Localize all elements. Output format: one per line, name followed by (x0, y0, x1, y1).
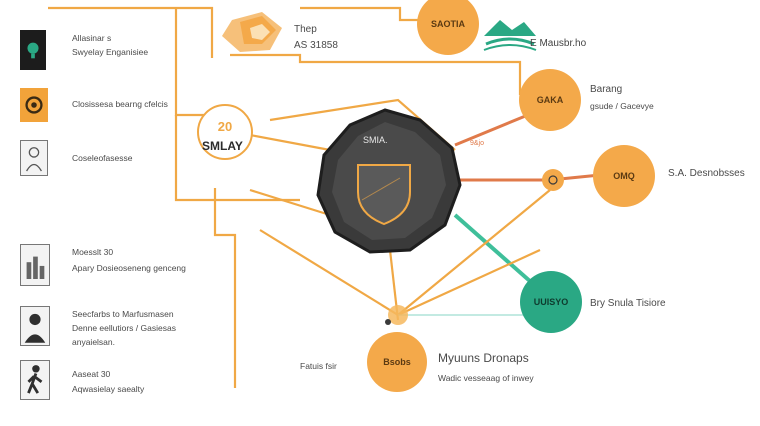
smlay-mark: 20 (218, 119, 232, 134)
connector-grid-5 (249, 188, 331, 217)
spiral-icon (20, 88, 48, 122)
list-item-1-line1: Allasinar s (72, 33, 112, 43)
connector-hub-teal (453, 213, 542, 292)
small-tag: 9&jo (470, 140, 485, 147)
teal-side-label: Bry Snula Tisiore (590, 298, 666, 309)
node-bottom[interactable] (367, 332, 427, 392)
list-item-3-line1: Coseleofasesse (72, 153, 133, 163)
hub-node[interactable] (316, 108, 462, 254)
connector-left-mid (174, 115, 300, 202)
node-bottom-label: Bsobs (383, 357, 411, 367)
connector-left-top (48, 6, 214, 58)
smlay-label: SMLAY (202, 139, 243, 153)
list-item-4-line2: Apary Dosieoseneng genceng (72, 263, 186, 273)
node-top-label: SAOTIA (430, 19, 465, 29)
node-teal[interactable] (520, 271, 582, 333)
hub-label: SMIA. (363, 135, 388, 145)
connector-left-upper (174, 8, 205, 117)
person-sketch-icon (20, 140, 48, 176)
connector-grid-3 (397, 248, 541, 317)
list-item-4-line1: Moesslt 30 (72, 247, 114, 257)
logo-label: E Mausbr.ho (530, 38, 587, 49)
connector-smlay-hub (249, 133, 331, 152)
cube-cluster-icon (222, 12, 282, 52)
walking-person-icon (20, 360, 50, 400)
list-item-5-line2: Denne eellutiors / Gasiesas (72, 323, 176, 333)
connector-grid-2 (397, 189, 551, 316)
building-chart-icon (20, 244, 50, 286)
person-portrait-icon (20, 306, 50, 346)
mountain-logo-icon (483, 20, 537, 51)
node-omo[interactable] (593, 145, 655, 207)
list-item-6-line1: Aaseat 30 (72, 369, 111, 379)
bottom-subtitle: Wadic vesseaag of inwey (438, 373, 534, 383)
connectors (48, 6, 601, 388)
bottom-left-label: Fatuis fsir (300, 361, 337, 371)
connector-grid-1 (259, 229, 399, 316)
bottom-title: Myuuns Dronaps (438, 351, 529, 365)
connector-top-right (300, 6, 420, 22)
top-box-title: Thep (294, 24, 317, 35)
junction-bottom (385, 305, 408, 325)
node-gaka-label: GAKA (536, 95, 564, 105)
connector-smlay-top (230, 53, 522, 95)
node-teal-label: UUISYO (533, 297, 569, 307)
node-omo-label: OMQ (613, 171, 635, 181)
list-item-2-line1: Closissesa bearng cfelcis (72, 99, 168, 109)
top-box-subtitle: AS 31858 (294, 40, 338, 51)
lightbulb-icon (20, 30, 46, 70)
omo-side-label: S.A. Desnobsses (668, 168, 745, 179)
list-item-1-line2: Swyelay Enganisiee (72, 47, 149, 57)
list-item-6-line2: Aqwasielay saealty (72, 384, 145, 394)
list-item-5-line1: Seecfarbs to Marfusmasen (72, 309, 174, 319)
node-gaka[interactable] (519, 69, 581, 131)
node-top[interactable] (417, 0, 479, 55)
list-item-5-line3: anyaielsan. (72, 337, 116, 347)
smlay-node[interactable]: 20 (197, 104, 253, 160)
gaka-label-line2: gsude / Gacevye (590, 101, 654, 111)
connector-left-lower (213, 188, 237, 388)
connector-hub-omo (455, 173, 601, 182)
junction-small (542, 169, 564, 191)
gaka-label-line1: Barang (590, 84, 623, 95)
